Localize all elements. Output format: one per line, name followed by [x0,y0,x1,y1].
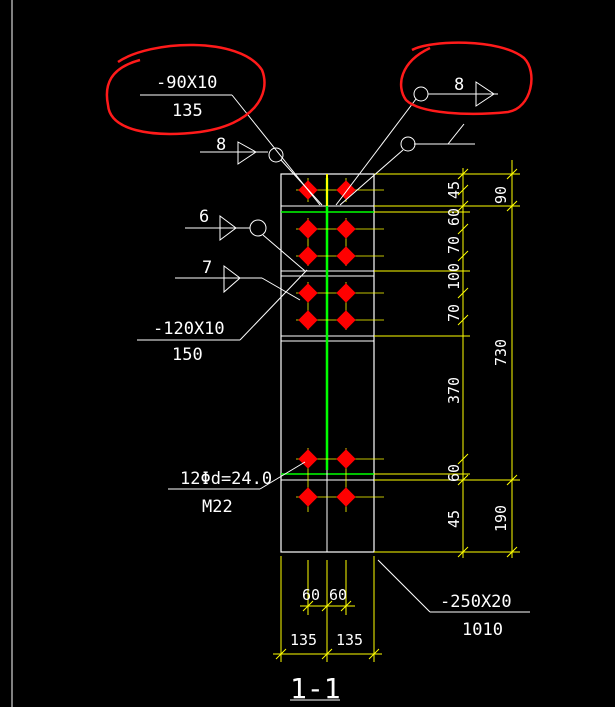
horizontal-dimensions [273,556,382,662]
dim-outer-190: 190 [492,505,510,532]
dim-inner-60-lower: 60 [445,464,463,482]
plate-length-mid-left: 150 [172,345,203,365]
bolt [296,487,384,507]
dim-inner-60: 60 [445,208,463,226]
leaders [137,81,530,701]
dim-inner-70-upper: 70 [445,236,463,254]
bolt [296,282,384,330]
dim-inner-370: 370 [445,377,463,404]
plate-length-top-left: 135 [172,101,203,121]
weld-size-left-low: 7 [202,258,212,278]
plate-size-base: -250X20 [440,592,512,612]
plate-size-top-left: -90X10 [156,73,217,93]
dim-inner-45-bottom: 45 [445,510,463,528]
section-title: 1-1 [290,672,341,705]
plate-size-mid-left: -120X10 [153,319,225,339]
plate-length-base: 1010 [462,620,503,640]
dim-outer-730: 730 [492,339,510,366]
dim-half-left: 135 [290,631,317,649]
bolt-grade: M22 [202,497,233,517]
markup-annotations [105,41,533,136]
weld-size-left-upper: 8 [216,135,226,155]
bolt-spec: 12Φd=24.0 [180,469,272,489]
bolt-group [296,178,384,512]
dim-outer-90: 90 [492,186,510,204]
dim-bolt-gauge-left: 60 [302,586,320,604]
dim-half-right: 135 [336,631,363,649]
bolt [296,218,384,266]
vertical-dimensions [374,160,520,558]
dim-inner-100: 100 [445,263,463,290]
dim-bolt-gauge-right: 60 [329,586,347,604]
markup-circle-right [399,41,533,116]
bolt [296,246,384,266]
dim-inner-70-lower: 70 [445,304,463,322]
text-layer: -90X10 135 8 8 6 7 -120X10 150 12Φd=24.0… [153,73,512,705]
weld-size-left-mid: 6 [199,207,209,227]
markup-circle-left [105,43,266,136]
weld-size-top-right: 8 [454,75,464,95]
bolt [296,310,384,330]
dim-inner-45-top: 45 [445,181,463,199]
bolt [296,178,384,202]
